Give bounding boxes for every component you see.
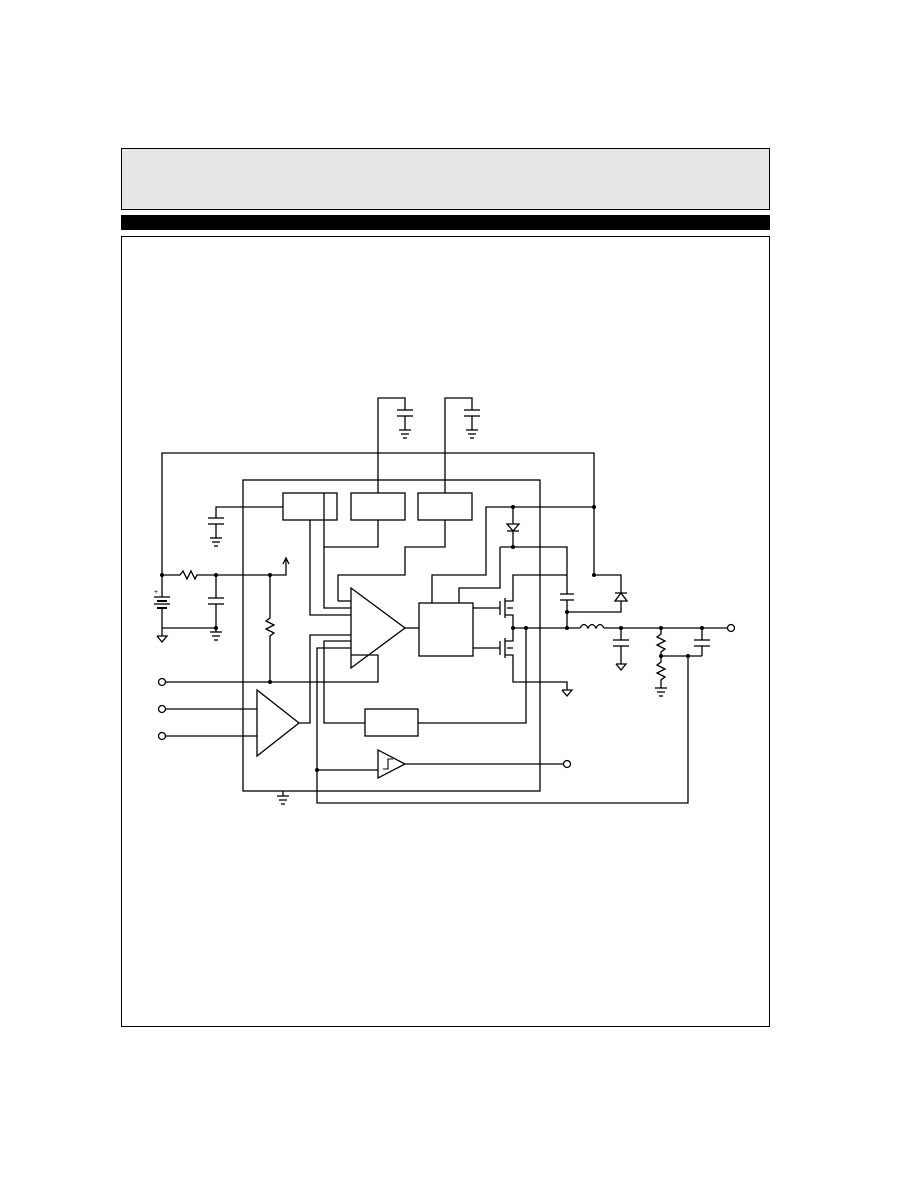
ic-outline <box>242 479 541 792</box>
top-block-right <box>417 492 473 521</box>
figure-frame <box>121 236 770 1027</box>
header-box <box>121 148 770 210</box>
top-block-left <box>282 492 338 521</box>
left-amplifier <box>256 688 301 758</box>
terminal-right-out <box>562 759 572 769</box>
output-inductor <box>579 623 728 630</box>
high-side-mosfet <box>473 574 567 628</box>
output-terminal <box>726 623 736 633</box>
soft-start-capacitor-1 <box>377 397 413 493</box>
svg-text:+: + <box>154 589 158 596</box>
bootstrap-diode <box>505 507 521 547</box>
ic-ground <box>277 791 289 805</box>
input-capacitor <box>208 575 224 641</box>
schottky-diode <box>567 574 629 613</box>
pin-resistor <box>264 575 276 682</box>
low-side-mosfet <box>473 628 568 690</box>
bottom-block <box>364 708 419 737</box>
soft-start-capacitor-2 <box>444 397 480 493</box>
terminal-left-3 <box>157 731 167 741</box>
feedforward-capacitor <box>694 628 710 656</box>
output-capacitor <box>613 628 629 672</box>
terminal-left-1 <box>157 677 167 687</box>
section-bar <box>121 215 770 230</box>
input-battery: + <box>154 575 170 644</box>
comparator <box>377 748 407 780</box>
terminal-left-2 <box>157 704 167 714</box>
top-block-mid <box>350 492 406 521</box>
junction-dots <box>160 505 704 772</box>
feedback-divider <box>655 628 667 697</box>
ref-capacitor <box>208 506 283 547</box>
gate-driver-block <box>418 602 474 657</box>
error-amplifier <box>350 586 407 670</box>
input-resistor <box>162 569 270 581</box>
